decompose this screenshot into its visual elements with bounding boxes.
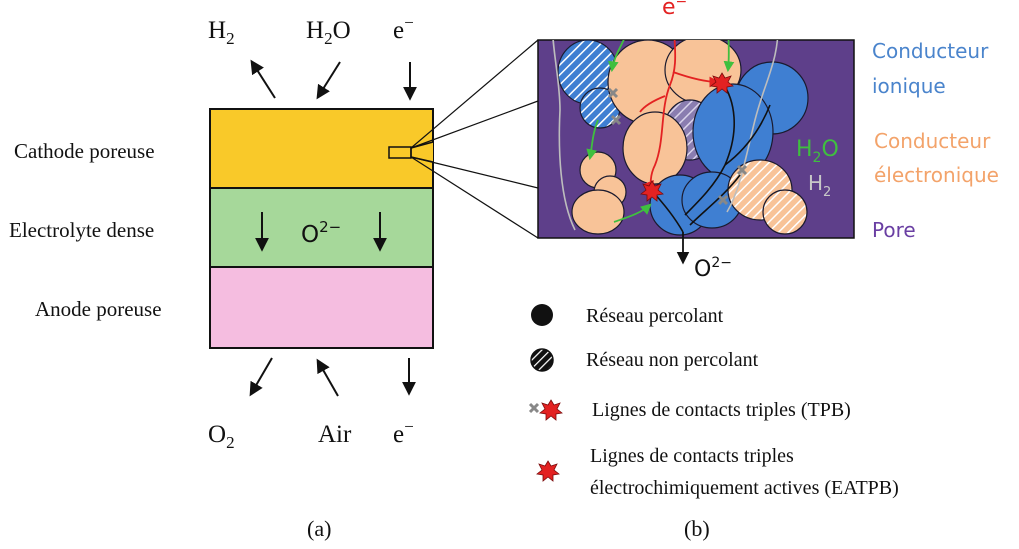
percolating-network-swatch [531, 304, 553, 326]
electron-path [643, 40, 677, 193]
h2o-path [586, 119, 599, 161]
electronic-conductor-label: Conducteur [874, 129, 991, 153]
cathode-layer [209, 108, 434, 189]
eatpb-swatch [536, 460, 560, 482]
panel-a: H2 H2O e− Cathode poreuse Electrolyte de… [9, 13, 434, 541]
air-label: Air [318, 421, 352, 448]
h2-label: H2 [208, 17, 235, 48]
ionic-conductor-label-2: ionique [872, 74, 946, 98]
legend-eatpb-line1: Lignes de contacts triples [590, 445, 794, 467]
oxide-ion-out-label: O2− [694, 255, 732, 282]
anode-layer [209, 266, 434, 349]
h2o-path [723, 40, 735, 73]
eatpb-marker [640, 72, 734, 202]
legend-non-percolating: Réseau non percolant [586, 349, 759, 371]
o2-label: O2 [208, 421, 235, 452]
zoom-lines [410, 39, 539, 239]
non-percolating-electronic-particle [762, 189, 808, 235]
electron-bottom-label: e− [393, 417, 414, 448]
electron-path [639, 95, 666, 113]
electronic-particle [622, 111, 688, 185]
air-in-arrow [316, 358, 339, 397]
ion-path [724, 104, 771, 166]
tpb-swatch [528, 399, 563, 421]
h2o-path [613, 203, 652, 223]
tpb-marker [607, 87, 748, 206]
h2-path [726, 40, 779, 213]
h2-out-arrow [250, 59, 276, 99]
caption-b: (b) [684, 516, 710, 541]
legend-eatpb-line2: électrochimiquement actives (EATPB) [590, 477, 899, 499]
non-percolating-network-swatch [530, 348, 554, 372]
pore-label: Pore [872, 218, 916, 242]
h2o-label: H2O [306, 17, 351, 48]
electronic-conductor-label-2: électronique [874, 163, 999, 187]
oxide-ion-label: O2− [301, 218, 341, 248]
cathode-label: Cathode poreuse [14, 139, 155, 163]
water-label: H2O [796, 137, 839, 166]
electron-top-label: e− [393, 13, 414, 44]
caption-a: (a) [307, 516, 331, 541]
h2o-path [607, 40, 625, 73]
electron-path [672, 71, 721, 88]
ionic-conductor-label: Conducteur [872, 39, 989, 63]
legend-tpb: Lignes de contacts triples (TPB) [592, 399, 851, 421]
electronic-particle [571, 189, 625, 235]
electrolyte-label: Electrolyte dense [9, 218, 154, 242]
o2-out-arrow [249, 357, 273, 397]
h2o-in-arrow [316, 61, 341, 100]
h2-path [552, 40, 576, 231]
legend-percolating: Réseau percolant [586, 305, 724, 327]
ion-path [689, 174, 741, 226]
electron-label: e− [662, 0, 687, 20]
anode-label: Anode poreuse [35, 297, 162, 321]
hydrogen-label: H2 [808, 171, 831, 200]
panel-b: e− O2− Conducteur ionique Conducteur éle… [528, 0, 999, 541]
